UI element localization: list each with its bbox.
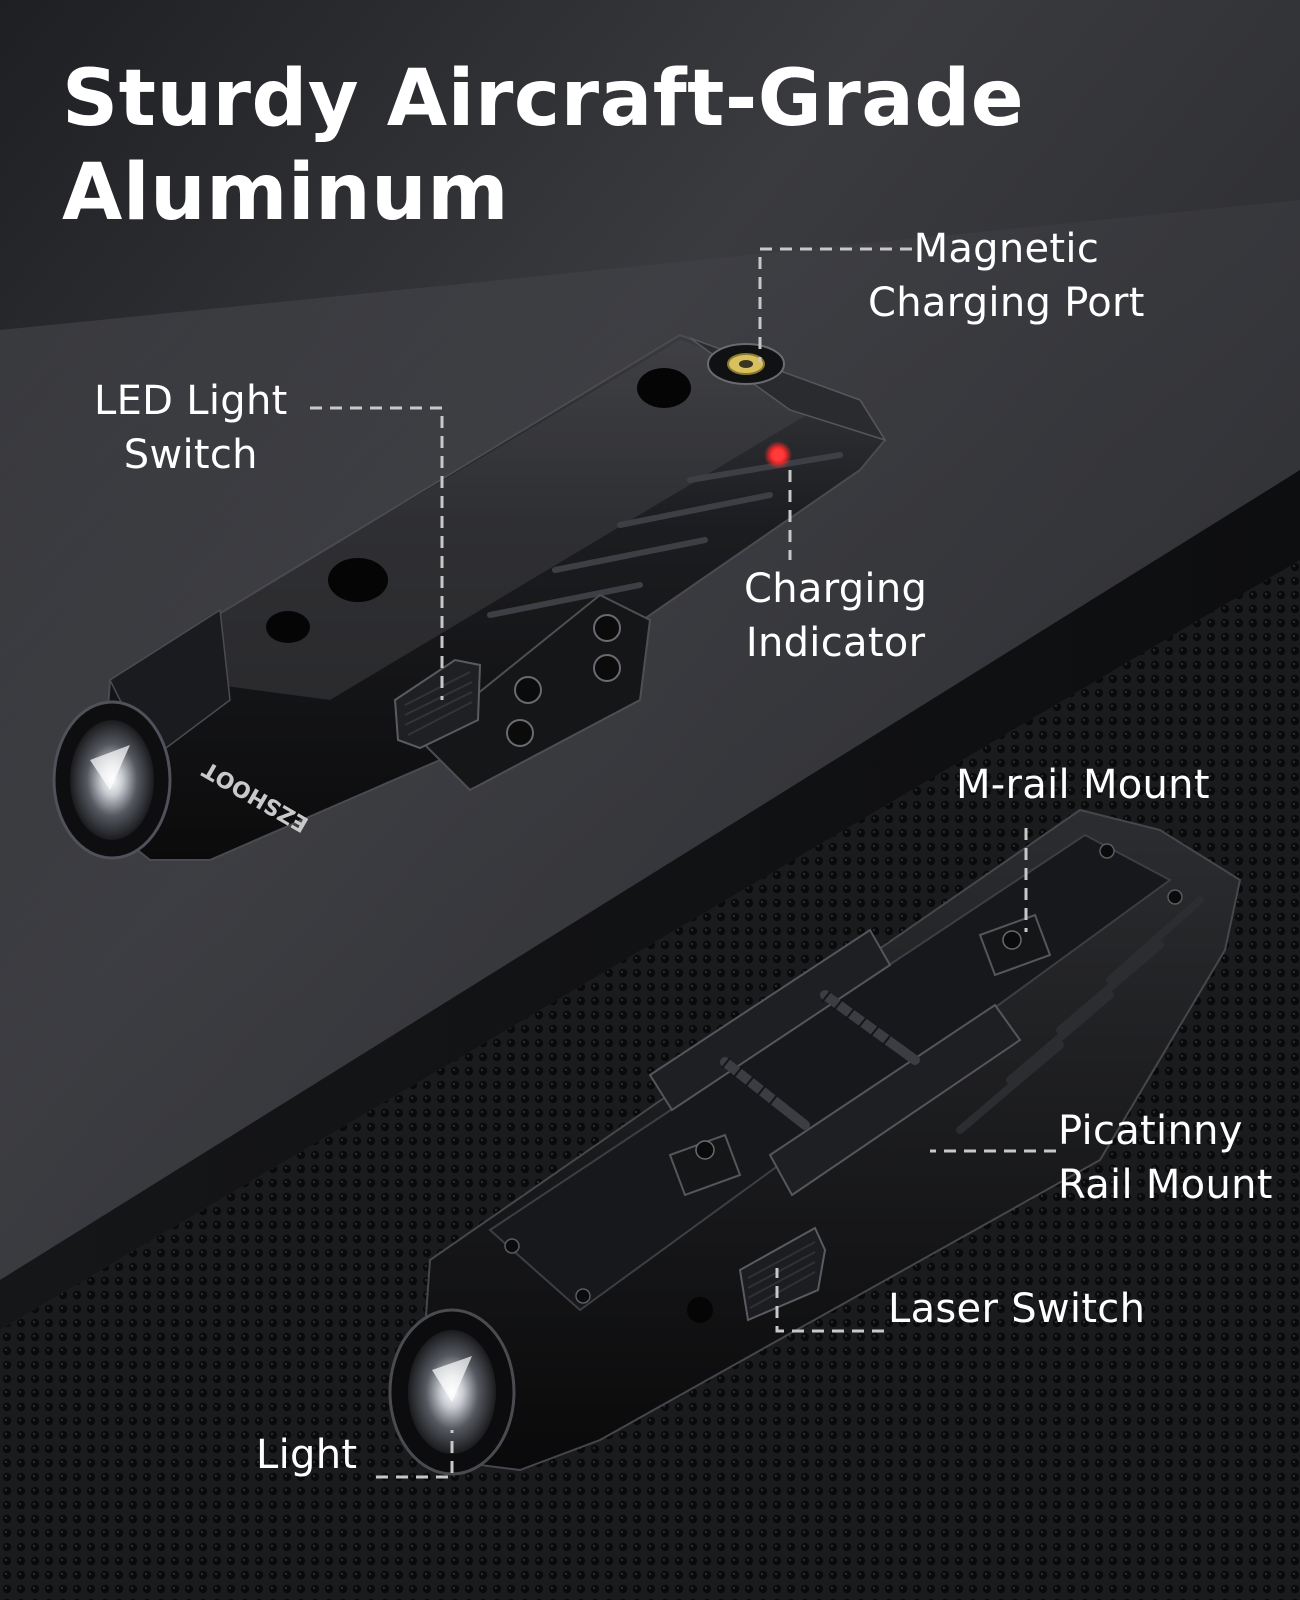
callout-laser-line-1: Laser Switch	[888, 1286, 1146, 1332]
callout-m-rail-mount: M-rail Mount	[956, 758, 1210, 812]
leader-led	[310, 406, 444, 700]
callout-magnetic-charging-port: Magnetic Charging Port	[868, 222, 1145, 330]
upper-flashlight: EZSHOOT	[52, 333, 887, 861]
led-switch-pad	[393, 658, 482, 750]
callout-charging-indicator: Charging Indicator	[744, 562, 927, 670]
leader-laser	[775, 1268, 884, 1333]
lower-flashlight	[388, 808, 1242, 1476]
slab-edge	[0, 470, 1300, 1330]
slab-top-surface	[0, 200, 1300, 1280]
laser-switch-pad	[738, 1226, 827, 1322]
callout-led-line-2: Switch	[123, 432, 258, 478]
callout-charging-line-1: Charging	[744, 566, 928, 612]
callout-magnetic-line-2: Charging Port	[868, 280, 1145, 326]
callout-picatinny-line-2: Rail Mount	[1058, 1162, 1273, 1208]
mesh-surface	[0, 560, 1300, 1600]
callout-picatinny-line-1: Picatinny	[1058, 1108, 1243, 1154]
headline-line-1: Sturdy Aircraft-Grade	[62, 54, 1025, 144]
headline-line-2: Aluminum	[62, 148, 509, 238]
leader-magnetic	[758, 247, 912, 362]
headline: Sturdy Aircraft-Grade Aluminum	[62, 52, 1162, 240]
callout-picatinny-rail-mount: Picatinny Rail Mount	[1058, 1104, 1273, 1212]
callout-led-light-switch: LED Light Switch	[94, 374, 288, 482]
callout-light-line-1: Light	[256, 1432, 358, 1478]
callout-mrail-line-1: M-rail Mount	[956, 762, 1210, 808]
leader-lines	[310, 247, 1056, 1479]
callout-magnetic-line-1: Magnetic	[913, 226, 1100, 272]
callout-laser-switch: Laser Switch	[888, 1282, 1145, 1336]
callout-led-line-1: LED Light	[94, 378, 288, 424]
callout-light: Light	[256, 1428, 357, 1482]
callout-charging-line-2: Indicator	[745, 620, 926, 666]
leader-light	[376, 1430, 454, 1479]
